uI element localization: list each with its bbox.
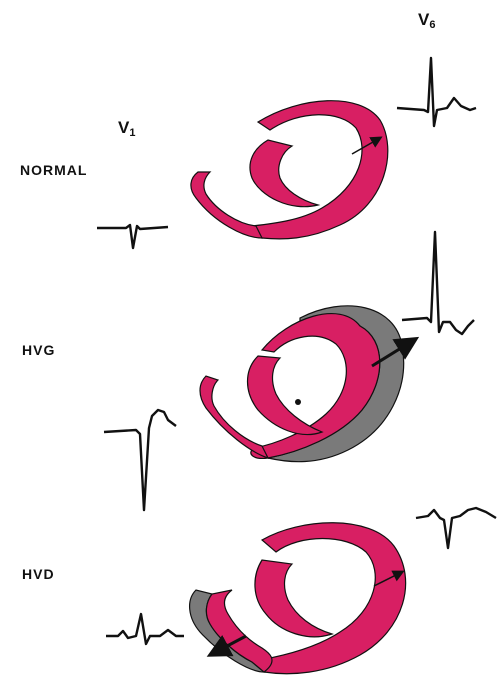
hvg-septal-dot (295, 399, 301, 405)
ecg-hvg (104, 232, 474, 510)
ecg-hvd-v1 (106, 614, 184, 644)
ecg-normal-v6 (397, 58, 476, 126)
ecg-normal-v1 (97, 225, 168, 248)
ecg-hvg-v1 (104, 410, 176, 510)
hvd-septum (255, 560, 332, 637)
ecg-hvd-v6 (416, 508, 496, 548)
heart-hvg (200, 306, 414, 462)
hvg-septum (248, 356, 323, 435)
normal-rv-wall (191, 172, 262, 238)
ecg-normal (97, 58, 476, 248)
heart-hvd (190, 523, 406, 674)
heart-normal (191, 101, 388, 239)
normal-septum (250, 140, 318, 207)
ecg-hvg-v6 (402, 232, 474, 334)
